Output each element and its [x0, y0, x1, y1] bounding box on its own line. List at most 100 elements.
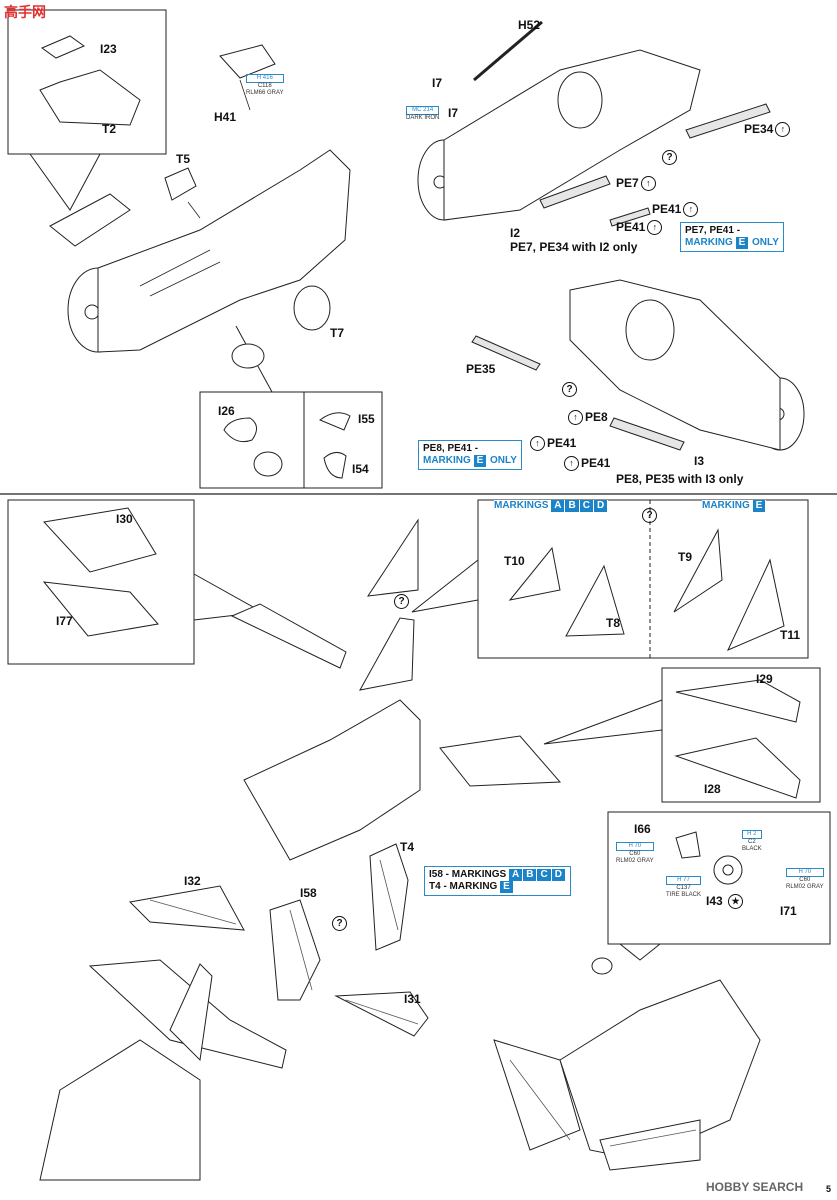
- markings-label: MARKINGS: [494, 500, 549, 511]
- box-only-label: ONLY: [752, 237, 779, 248]
- marking-letter-badge: A: [509, 869, 523, 881]
- color-code-2: C60: [799, 877, 811, 883]
- color-code: H 77: [666, 876, 702, 885]
- arrow-up-icon: ↑: [530, 436, 545, 452]
- color-name: RLM66 GRAY: [246, 90, 284, 96]
- box-line: PE8, PE41 -: [423, 443, 479, 454]
- part-label: T9: [678, 550, 693, 564]
- color-code-2: C60: [629, 851, 641, 857]
- page-number: 5: [826, 1184, 832, 1194]
- marking-letter-badge: E: [500, 881, 513, 893]
- detail-box-i29: [661, 667, 821, 803]
- question-icon: ?: [394, 594, 409, 609]
- part-pe35: [471, 335, 541, 371]
- part-label: I7: [448, 106, 459, 120]
- part-label: PE7↑: [616, 176, 658, 192]
- part-label: ↑PE8: [566, 410, 608, 426]
- box-line: T4 - MARKING: [429, 881, 498, 892]
- arrow-up-icon: ↑: [568, 410, 583, 426]
- part-label: T2: [102, 122, 117, 136]
- marking-letter-badge: C: [579, 500, 593, 512]
- detail-box-markings: [477, 499, 809, 659]
- part-pe7: [539, 175, 611, 209]
- marking-letter-badge: E: [735, 237, 749, 249]
- part-label: I58: [300, 886, 317, 900]
- question-icon: ?: [562, 382, 577, 397]
- question-icon: ?: [662, 150, 677, 165]
- part-label: I30: [116, 512, 133, 526]
- color-code-2: C137: [676, 885, 691, 891]
- color-code: H 70: [786, 868, 824, 877]
- marking-letter-badge: B: [565, 500, 579, 512]
- detail-box-i66: [607, 811, 831, 945]
- glue-icon: ★: [728, 894, 744, 910]
- marking-note-box: PE8, PE41 - MARKING E ONLY: [418, 440, 522, 470]
- part-label: I43 ★: [706, 894, 745, 910]
- part-label: I28: [704, 782, 721, 796]
- color-callout: H 416 C118 RLM66 GRAY: [246, 74, 284, 97]
- part-label: I31: [404, 992, 421, 1006]
- part-label: I54: [352, 462, 369, 476]
- question-icon: ?: [642, 508, 657, 523]
- box-line: PE7, PE41 -: [685, 225, 741, 236]
- watermark-logo-bottom: HOBBY SEARCH: [706, 1180, 804, 1194]
- marking-e-header: MARKING E: [702, 500, 767, 512]
- part-label: I71: [780, 904, 797, 918]
- box-marking-label: MARKING: [423, 455, 471, 466]
- color-callout: H 70 C60 RLM02 GRAY: [786, 868, 824, 891]
- arrow-up-icon: ↑: [775, 122, 791, 138]
- callout-line: [411, 559, 479, 613]
- part-label: T10: [504, 554, 525, 568]
- marking-letter-badge: D: [593, 500, 608, 512]
- part-label: I29: [756, 672, 773, 686]
- part-label-text: PE7: [616, 176, 639, 190]
- box-only-label: ONLY: [490, 455, 517, 466]
- part-label-text: PE41: [581, 456, 611, 470]
- color-name: RLM02 GRAY: [616, 858, 654, 864]
- part-label-text: PE34: [744, 122, 774, 136]
- part-pe8: [609, 417, 685, 451]
- marking-letter-badge: E: [752, 500, 766, 512]
- marking-note-box: PE7, PE41 - MARKING E ONLY: [680, 222, 784, 252]
- marking-letter-badge: D: [551, 869, 565, 881]
- callout-line: [29, 153, 101, 211]
- marking-label: MARKING: [702, 500, 750, 511]
- part-label: T5: [176, 152, 191, 166]
- part-label: ↑PE41: [528, 436, 577, 452]
- part-label: H52: [518, 18, 541, 32]
- color-code: H 2: [742, 830, 762, 839]
- part-label: I55: [358, 412, 375, 426]
- marking-letter-badge: A: [551, 500, 565, 512]
- callout-line: [543, 699, 663, 745]
- color-name: RLM02 GRAY: [786, 884, 824, 890]
- marking-letter-badge: C: [537, 869, 551, 881]
- arrow-up-icon: ↑: [640, 176, 656, 192]
- part-label: H41: [214, 110, 237, 124]
- assembly-note: PE8, PE35 with I3 only: [616, 472, 744, 486]
- color-name: DARK IRON: [406, 115, 440, 121]
- box-line: I58 - MARKINGS: [429, 869, 507, 880]
- part-label: PE41↑: [616, 220, 664, 236]
- part-label-text: PE41: [616, 220, 646, 234]
- part-label-text: I43: [706, 894, 723, 908]
- color-code-2: C118: [257, 83, 272, 89]
- color-callout: MC 214 DARK IRON: [406, 106, 440, 122]
- part-label: I26: [218, 404, 235, 418]
- part-t7: [293, 285, 331, 331]
- detail-box-i55: [303, 391, 383, 489]
- part-label: PE41↑: [652, 202, 700, 218]
- assembly-note: PE7, PE34 with I2 only: [510, 240, 638, 254]
- part-label: I2: [510, 226, 521, 240]
- color-callout: H 70 C60 RLM02 GRAY: [616, 842, 654, 865]
- part-label-text: PE41: [547, 436, 577, 450]
- part-label: PE34↑: [744, 122, 792, 138]
- arrow-up-icon: ↑: [564, 456, 579, 472]
- part-label: I23: [100, 42, 117, 56]
- arrow-up-icon: ↑: [647, 220, 663, 236]
- watermark-logo-top: 高手网: [4, 4, 46, 20]
- color-callout: H 77 C137 TIRE BLACK: [666, 876, 702, 899]
- part-label: T7: [330, 326, 345, 340]
- part-label: I32: [184, 874, 201, 888]
